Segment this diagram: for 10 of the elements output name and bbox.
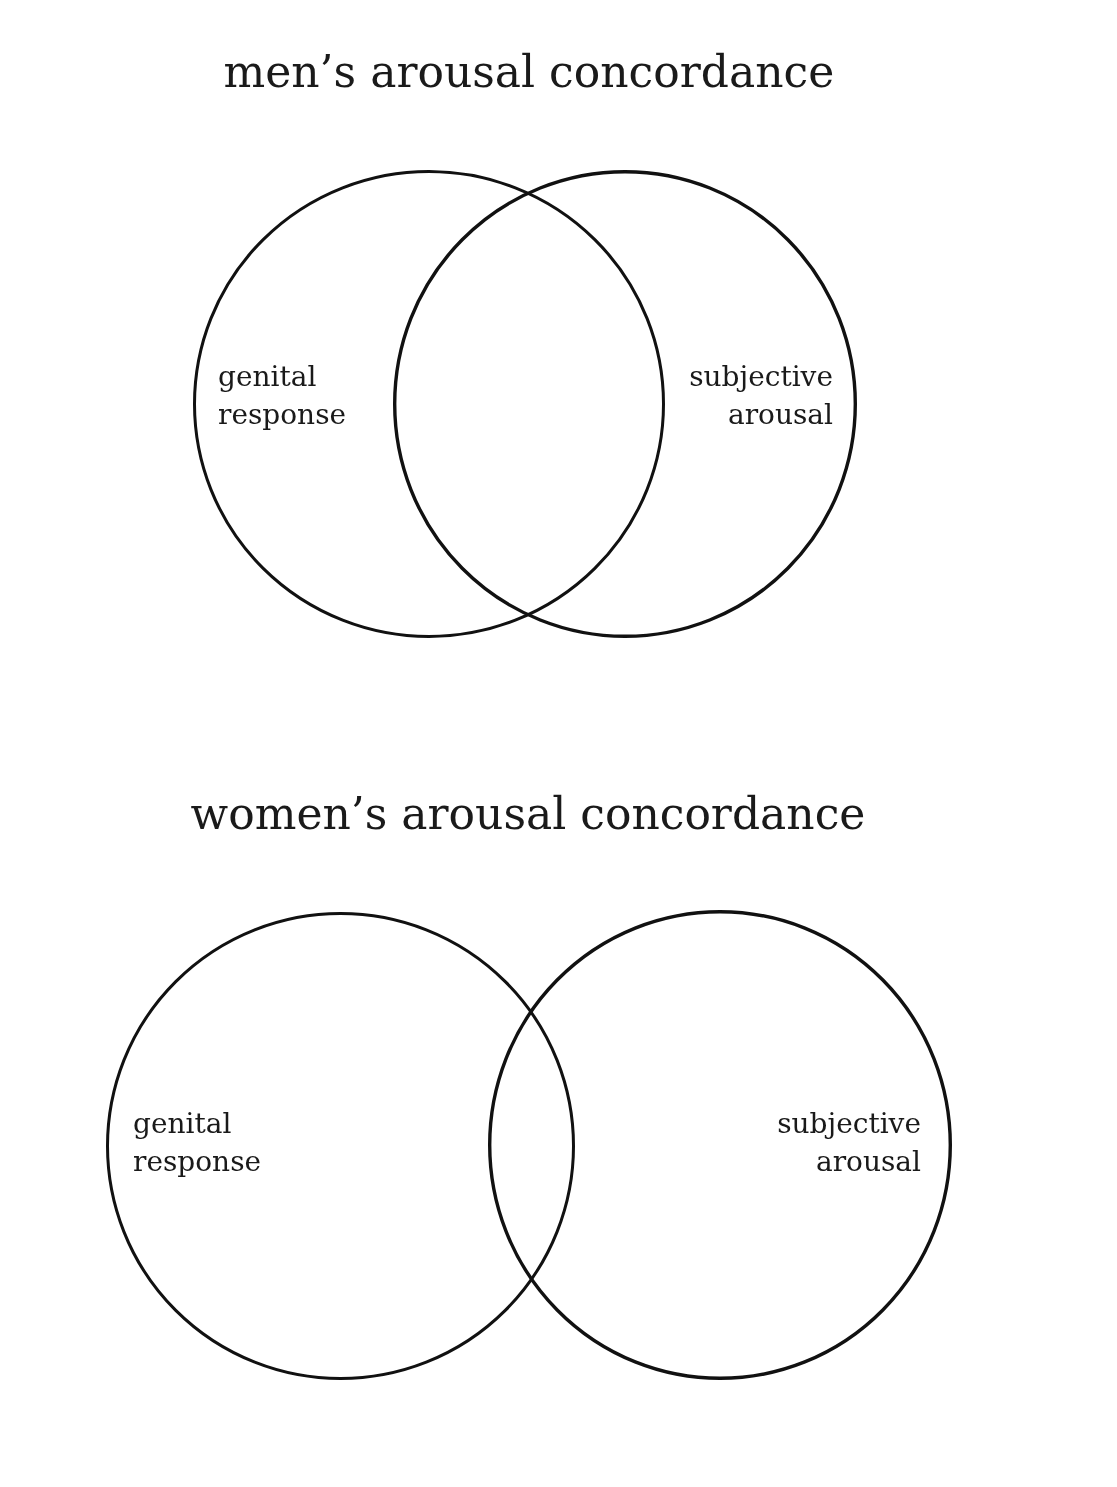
venn-circle	[393, 170, 857, 638]
venn-circle	[193, 170, 665, 638]
heading: women’s arousal concordance	[190, 787, 866, 841]
venn-circle	[106, 912, 575, 1380]
venn-circle	[488, 910, 952, 1380]
circle-label: genital response	[133, 1106, 262, 1180]
circle-label: subjective arousal	[777, 1106, 921, 1180]
circle-label: subjective arousal	[689, 359, 833, 433]
heading: men’s arousal concordance	[223, 45, 835, 99]
circle-label: genital response	[218, 359, 347, 433]
